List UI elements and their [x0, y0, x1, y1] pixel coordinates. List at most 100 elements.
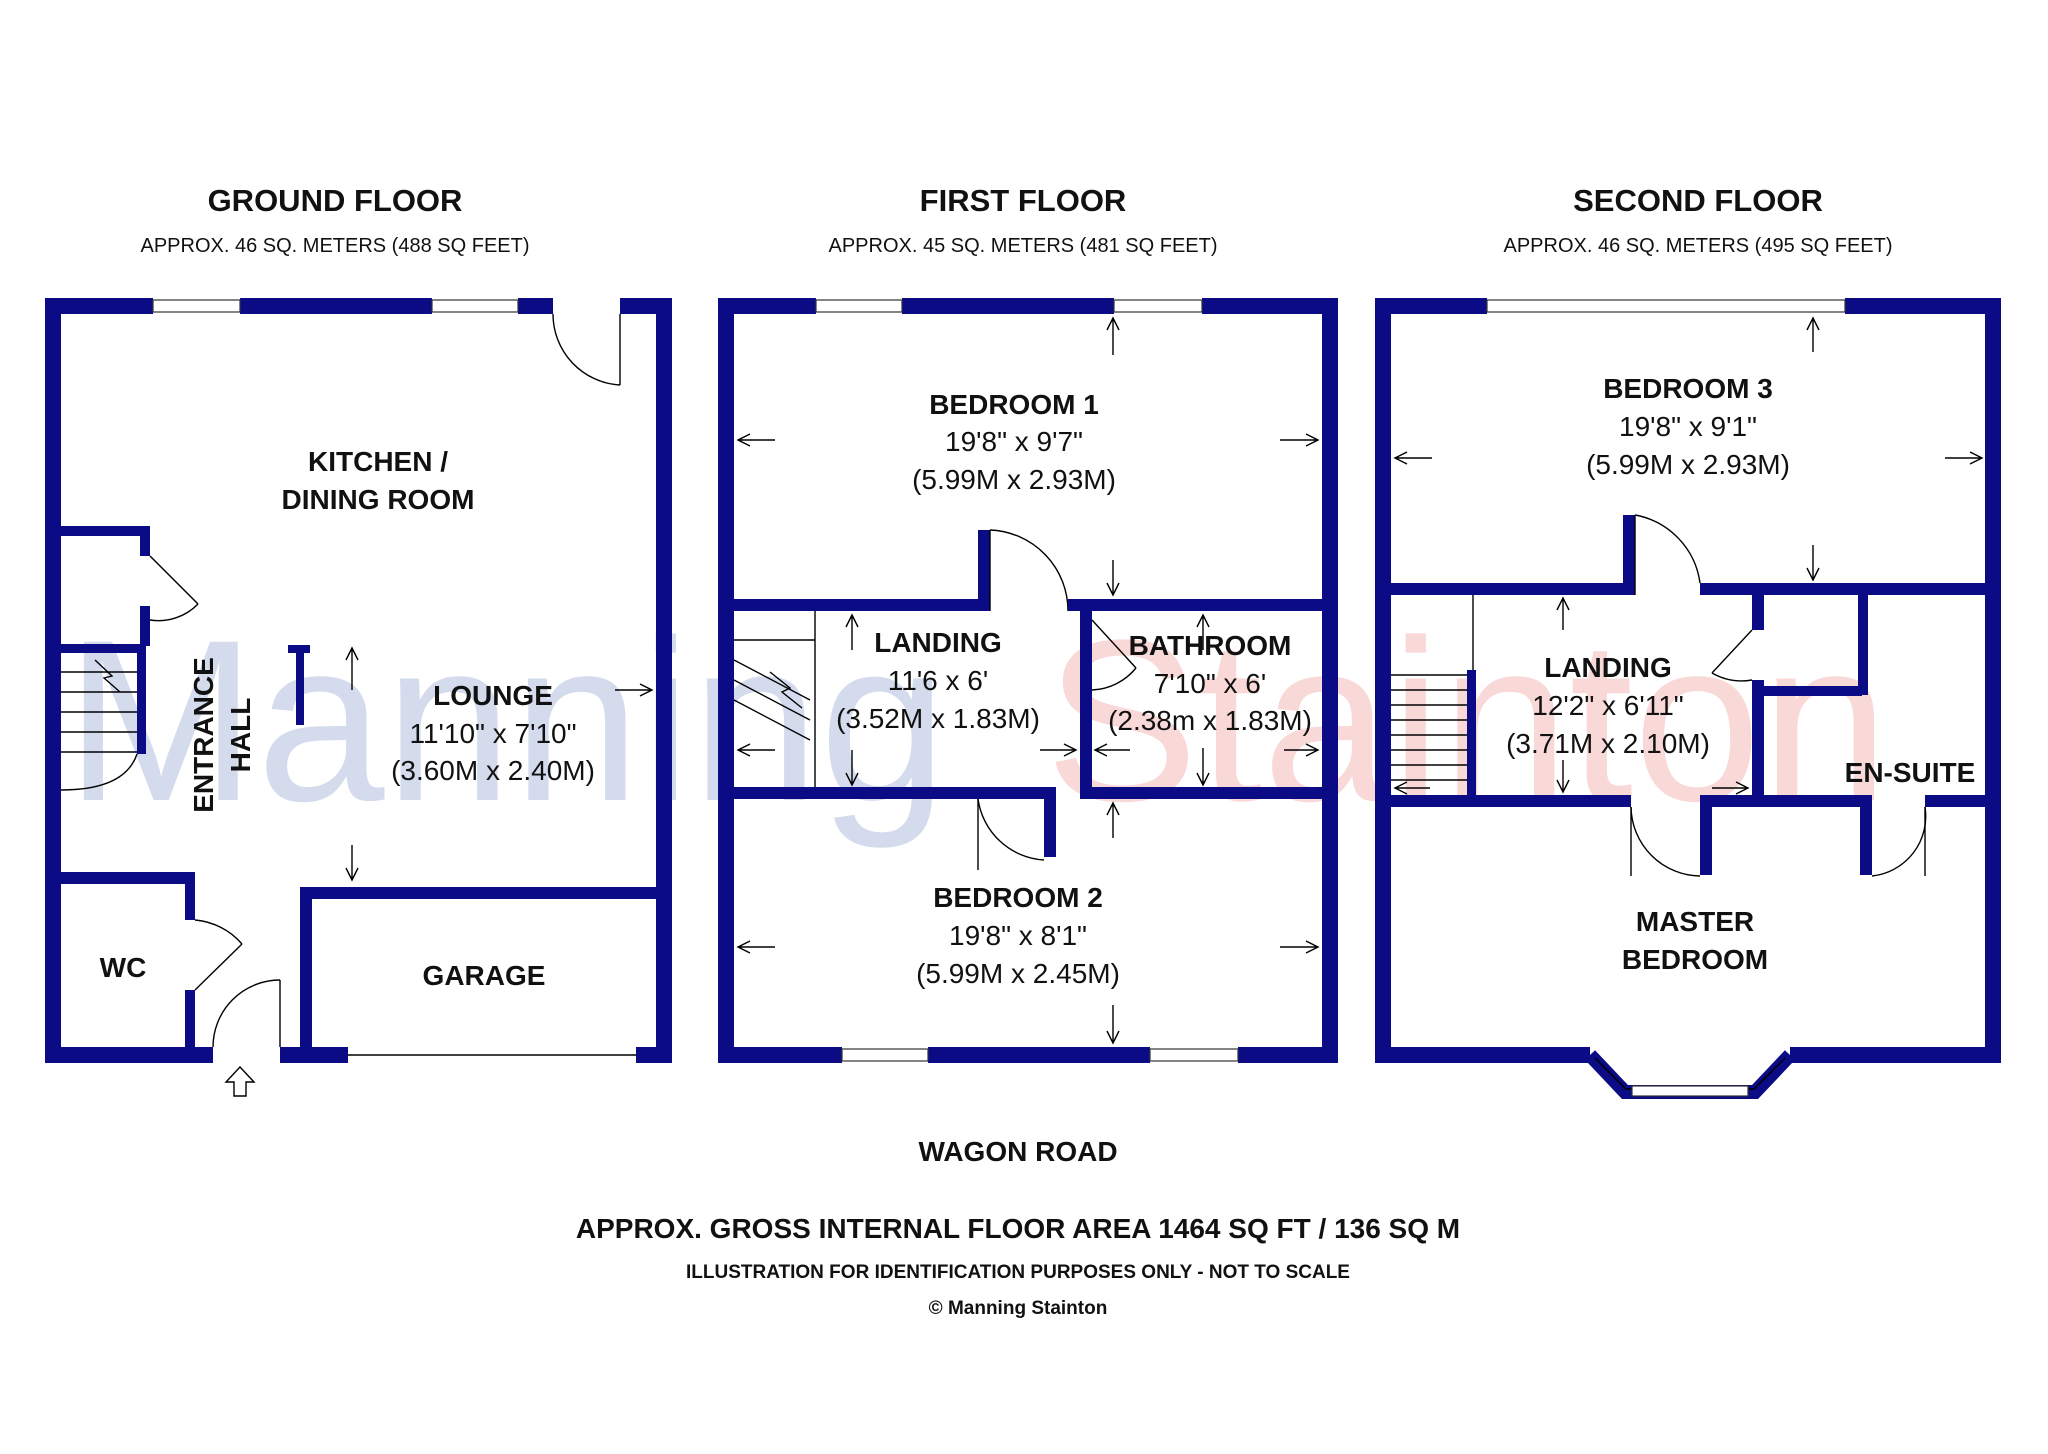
- dining-label: DINING ROOM: [282, 484, 475, 515]
- ground-wall-left: [45, 298, 61, 1063]
- lounge-arrow-bottom: [345, 845, 359, 882]
- first-wall-bottom-a: [718, 1047, 842, 1063]
- first-stairs: [733, 611, 816, 787]
- bed2-door-jamb: [1044, 787, 1056, 857]
- bed3-wall-bottom-a: [1391, 583, 1623, 595]
- cupboard2-door: [1711, 629, 1753, 674]
- second-wall-bottom-b: [1790, 1047, 2001, 1063]
- ground-stairs: [55, 644, 146, 791]
- bedroom2-label: BEDROOM 2: [933, 882, 1103, 913]
- bath-arrow-top: [1196, 613, 1210, 650]
- floor-headings: GROUND FLOOR APPROX. 46 SQ. METERS (488 …: [141, 183, 1893, 257]
- lounge-arrow-right: [615, 683, 654, 697]
- bed2-wall-top-a: [734, 787, 1044, 799]
- wc-label: WC: [100, 952, 147, 983]
- ground-wall-top-a: [45, 298, 153, 314]
- bed2-arrow-top: [1106, 801, 1120, 838]
- bedroom1-dim-imperial: 19'8" x 9'7": [945, 426, 1083, 457]
- landing1-arrow-right: [1040, 743, 1078, 757]
- ground-floor-plan: KITCHEN / DINING ROOM ENTRANCE HALL LOUN…: [45, 298, 672, 1097]
- bed1-wall-bottom-a: [734, 599, 980, 611]
- bed3-door-swing: [1634, 514, 1701, 584]
- bed1-arrow-right: [1280, 433, 1320, 447]
- bathroom-door: [1091, 619, 1137, 669]
- bedroom3-dim-metric: (5.99M x 2.93M): [1586, 449, 1790, 480]
- ground-wall-right: [656, 298, 672, 1063]
- landing2-dim-metric: (3.71M x 2.10M): [1506, 728, 1710, 759]
- bed1-arrow-bottom: [1106, 560, 1120, 597]
- second-floor-title: SECOND FLOOR: [1573, 183, 1823, 218]
- bathroom-dim-imperial: 7'10" x 6': [1154, 668, 1266, 699]
- bed3-door-jamb: [1623, 515, 1635, 595]
- master-door-jamb: [1700, 795, 1712, 875]
- bed1-arrow-top: [1106, 316, 1120, 355]
- cupboard2-wall-bottom: [1752, 686, 1862, 696]
- first-wall-left: [718, 298, 734, 1063]
- first-window-4: [1149, 1048, 1239, 1062]
- first-wall-right: [1322, 298, 1338, 1063]
- second-wall-top-a: [1375, 298, 1487, 314]
- first-window-1: [815, 299, 903, 313]
- second-floor-area: APPROX. 46 SQ. METERS (495 SQ FEET): [1504, 235, 1893, 257]
- lounge-dim-imperial: 11'10" x 7'10": [409, 718, 576, 749]
- master-wall-top-a: [1391, 795, 1631, 807]
- front-door-swing: [212, 979, 281, 1048]
- bed1-door-jamb: [978, 530, 990, 611]
- first-wall-bottom-b: [928, 1047, 1150, 1063]
- bathroom-label: BATHROOM: [1129, 630, 1292, 661]
- landing2-label: LANDING: [1544, 652, 1672, 683]
- cupboard-wall-top: [45, 526, 150, 536]
- bed2-arrow-bottom: [1106, 1005, 1120, 1045]
- bed3-wall-bottom-b: [1700, 583, 2000, 595]
- disclaimer: ILLUSTRATION FOR IDENTIFICATION PURPOSES…: [686, 1262, 1350, 1283]
- bedroom1-label: BEDROOM 1: [929, 389, 1099, 420]
- bedroom2-dim-metric: (5.99M x 2.45M): [916, 958, 1120, 989]
- second-wall-top-b: [1845, 298, 2001, 314]
- master-label-line2: BEDROOM: [1622, 944, 1768, 975]
- cupboard-wall-side-b: [140, 606, 150, 646]
- bed2-door-swing: [977, 798, 1045, 861]
- second-floor-plan: BEDROOM 3 19'8" x 9'1" (5.99M x 2.93M) L…: [1375, 298, 2001, 1099]
- cupboard2-wall-right: [1858, 595, 1868, 695]
- bed3-arrow-right: [1945, 451, 1984, 465]
- ground-wall-top-c: [518, 298, 553, 314]
- first-wall-bottom-c: [1238, 1047, 1338, 1063]
- ground-back-door-swing: [552, 313, 621, 386]
- copyright: © Manning Stainton: [929, 1298, 1108, 1319]
- landing2-arrow-right: [1712, 781, 1750, 795]
- ground-floor-title: GROUND FLOOR: [208, 183, 463, 218]
- ground-partition: [296, 645, 304, 725]
- cupboard-door-swing: [149, 603, 199, 622]
- bath-arrow-bottom: [1196, 748, 1210, 787]
- bed3-arrow-top: [1806, 316, 1820, 352]
- entrance-label: ENTRANCE: [188, 657, 219, 813]
- first-floor-plan: BEDROOM 1 19'8" x 9'7" (5.99M x 2.93M) L…: [718, 298, 1338, 1063]
- wc-door: [194, 943, 243, 991]
- cupboard2-wall: [1752, 595, 1764, 630]
- ensuite-wall-bottom: [1925, 795, 2000, 807]
- cupboard-door: [149, 555, 199, 605]
- bed2-wall-top-b: [1086, 787, 1338, 799]
- bedroom3-dim-imperial: 19'8" x 9'1": [1619, 411, 1757, 442]
- ground-wall-bottom-c: [636, 1047, 672, 1063]
- landing1-label: LANDING: [874, 627, 1002, 658]
- bathroom-wall-left: [1080, 599, 1092, 799]
- watermark-manning: Manning: [65, 592, 947, 849]
- first-floor-title: FIRST FLOOR: [920, 183, 1127, 218]
- ground-wall-bottom-b: [280, 1047, 348, 1063]
- bed1-wall-bottom-b: [1068, 599, 1338, 611]
- landing1-arrow-bottom: [845, 750, 859, 787]
- bedroom1-dim-metric: (5.99M x 2.93M): [912, 464, 1116, 495]
- bath-arrow-left: [1093, 743, 1130, 757]
- lounge-dim-metric: (3.60M x 2.40M): [391, 755, 595, 786]
- second-wall-right: [1985, 298, 2001, 1063]
- second-wall-bottom-a: [1375, 1047, 1590, 1063]
- bath-arrow-right: [1284, 743, 1320, 757]
- ground-window-1: [152, 299, 241, 313]
- ground-wall-top-d: [620, 298, 672, 314]
- wc-door-swing: [194, 919, 243, 945]
- bed3-arrow-left: [1393, 451, 1432, 465]
- second-stairs: [1391, 595, 1476, 800]
- garage-label: GARAGE: [423, 960, 546, 991]
- garage-wall-left: [300, 887, 312, 1047]
